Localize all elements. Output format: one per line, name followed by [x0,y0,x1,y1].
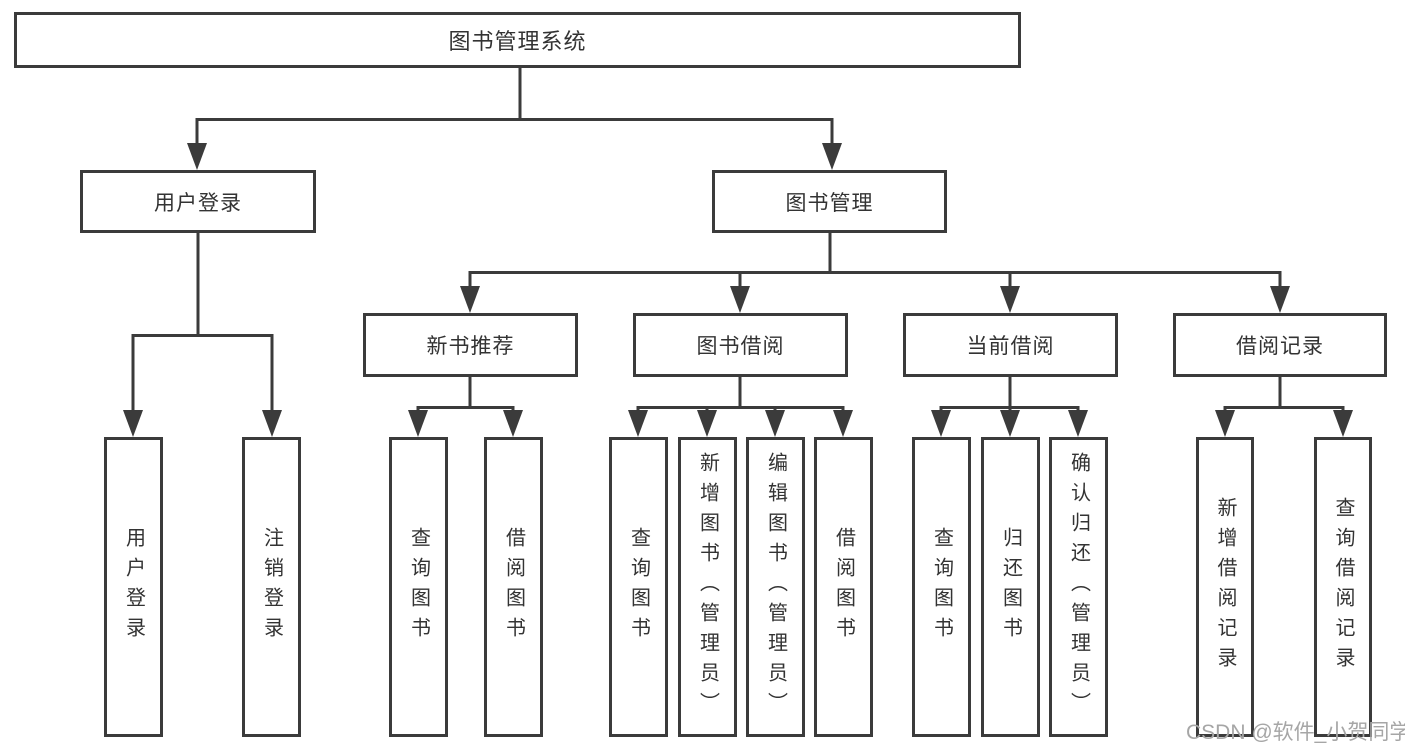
leaf-label: 查询图书 [930,527,953,647]
leaf-label: 查询图书 [627,527,650,647]
leaf-query-books-borrow: 查询图书 [609,437,668,737]
leaf-logout: 注销登录 [242,437,301,737]
connector-book-borrow [636,377,845,414]
leaf-query-borrow-record: 查询借阅记录 [1314,437,1372,737]
leaf-user-login: 用户登录 [104,437,163,737]
leaf-label: 新增图书（管理员） [696,452,719,722]
leaf-add-borrow-record: 新增借阅记录 [1196,437,1254,737]
node-book-borrow: 图书借阅 [633,313,848,377]
arrow-down-icon [628,410,648,437]
arrow-down-icon [1000,286,1020,313]
arrow-down-icon [833,410,853,437]
leaf-confirm-return-admin: 确认归还（管理员） [1049,437,1108,737]
leaf-label: 用户登录 [122,527,145,647]
node-new-book-recommend: 新书推荐 [363,313,578,377]
leaf-edit-books-admin: 编辑图书（管理员） [746,437,805,737]
leaf-label: 确认归还（管理员） [1067,452,1090,722]
arrow-down-icon [1270,286,1290,313]
leaf-label: 查询图书 [407,527,430,647]
arrow-down-icon [1333,410,1353,437]
leaf-return-books: 归还图书 [981,437,1040,737]
leaf-add-books-admin: 新增图书（管理员） [678,437,737,737]
arrow-down-icon [503,410,523,437]
arrow-down-icon [1068,410,1088,437]
connector-root [195,68,834,146]
arrow-down-icon [765,410,785,437]
connector-new-book-recommend [416,377,515,414]
arrow-down-icon [730,286,750,313]
arrow-down-icon [187,143,207,170]
leaf-label: 借阅图书 [502,527,525,647]
leaf-borrow-books-recommend: 借阅图书 [484,437,543,737]
arrow-down-icon [262,410,282,437]
node-user-login: 用户登录 [80,170,316,233]
leaf-label: 归还图书 [999,527,1022,647]
node-borrow-records: 借阅记录 [1173,313,1387,377]
node-book-management: 图书管理 [712,170,947,233]
arrow-down-icon [460,286,480,313]
connector-user-login [131,233,274,414]
leaf-query-books-current: 查询图书 [912,437,971,737]
watermark: CSDN @软件_小贺同学 [1186,721,1405,744]
arrow-down-icon [1215,410,1235,437]
arrow-down-icon [123,410,143,437]
connector-current-borrow [939,377,1080,414]
leaf-label: 借阅图书 [832,527,855,647]
leaf-label: 注销登录 [260,527,283,647]
leaf-label: 查询借阅记录 [1332,497,1354,677]
leaf-label: 编辑图书（管理员） [764,452,787,722]
arrow-down-icon [1000,410,1020,437]
leaf-query-books-recommend: 查询图书 [389,437,448,737]
node-root: 图书管理系统 [14,12,1021,68]
connector-book-management [468,233,1282,292]
leaf-label: 新增借阅记录 [1214,497,1236,677]
connector-borrow-records [1223,377,1345,414]
node-current-borrow: 当前借阅 [903,313,1118,377]
arrow-down-icon [697,410,717,437]
arrow-down-icon [408,410,428,437]
arrow-down-icon [822,143,842,170]
leaf-borrow-books: 借阅图书 [814,437,873,737]
arrow-down-icon [931,410,951,437]
